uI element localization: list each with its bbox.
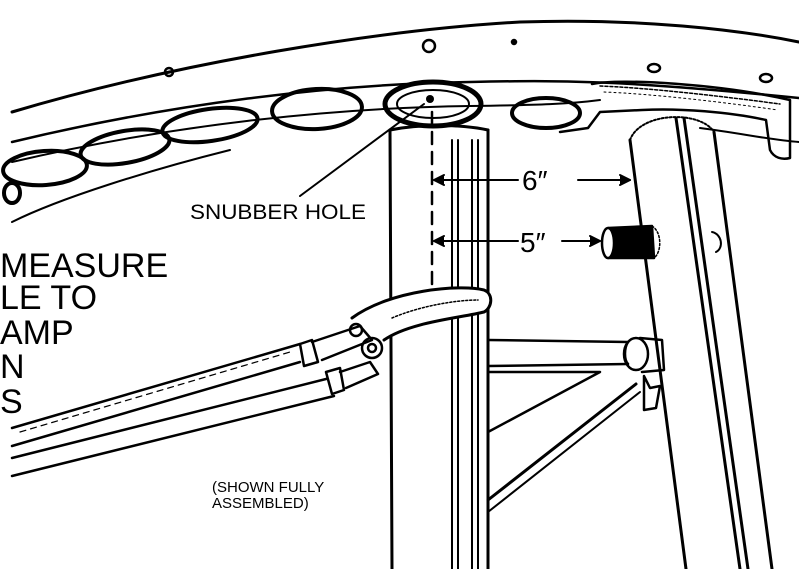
dimension-5in-label: 5″ (520, 227, 546, 258)
instruction-line-1: MEASURE (0, 247, 168, 285)
instruction-line-3: AMP (0, 314, 74, 352)
snubber-leader-line (299, 103, 425, 197)
diagonal-strut (10, 322, 384, 478)
instruction-text: MEASURE LE TO AMP N S (0, 247, 168, 421)
assembly-note: (SHOWN FULLY ASSEMBLED) (212, 479, 324, 512)
rail-bracket (558, 80, 792, 160)
snubber-hole-label: SNUBBER HOLE (190, 201, 366, 224)
bow-post-center (388, 110, 490, 569)
oval-lightening-holes (1, 86, 582, 205)
snubber-stud (600, 224, 661, 260)
rivet-holes (163, 38, 774, 84)
instruction-line-4: N (0, 348, 25, 386)
bow-post-right (628, 116, 774, 569)
dimension-5in (433, 235, 601, 247)
assembly-note-line-1: (SHOWN FULLY (212, 479, 324, 496)
instruction-line-2: LE TO (0, 279, 97, 317)
instruction-line-5: S (0, 383, 23, 421)
assembly-note-line-2: ASSEMBLED) (212, 495, 309, 512)
dimension-6in-label: 6″ (522, 165, 548, 196)
clamp-band (350, 286, 493, 342)
dimension-6in (433, 174, 631, 186)
roof-bow-rail (10, 19, 799, 223)
cross-brace (486, 336, 666, 513)
